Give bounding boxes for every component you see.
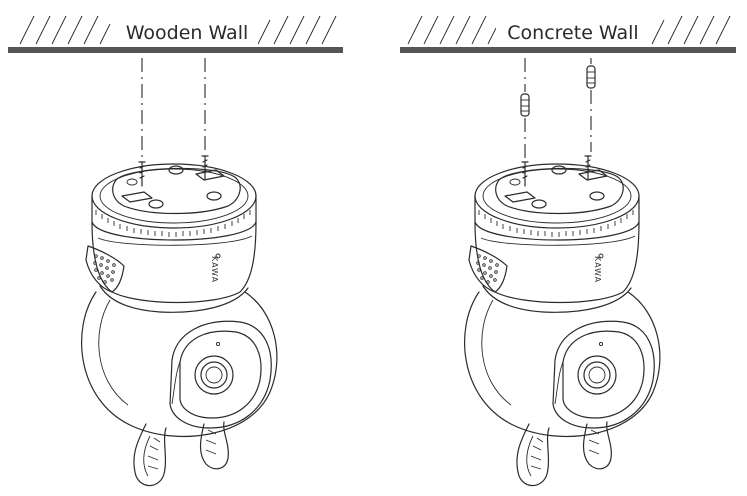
wall-label: Concrete Wall xyxy=(507,22,638,44)
ceiling-bar xyxy=(400,47,736,53)
brand-logo: KAWA xyxy=(210,256,219,283)
label-background xyxy=(496,18,650,44)
label-background xyxy=(116,18,258,44)
wall-label: Wooden Wall xyxy=(126,22,249,44)
brand-logo: KAWA xyxy=(593,256,602,283)
ceiling-hatching xyxy=(407,15,731,45)
camera-illustration xyxy=(81,155,278,487)
wall-anchor-icon xyxy=(586,65,596,89)
concrete-wall-panel: Concrete Wall KAWA xyxy=(400,15,736,487)
ceiling-bar xyxy=(8,47,343,53)
ceiling-hatching xyxy=(19,15,337,45)
wooden-wall-panel: Wooden Wall KAWA xyxy=(8,15,343,487)
camera-illustration xyxy=(464,155,661,487)
wall-anchor-icon xyxy=(520,93,530,117)
